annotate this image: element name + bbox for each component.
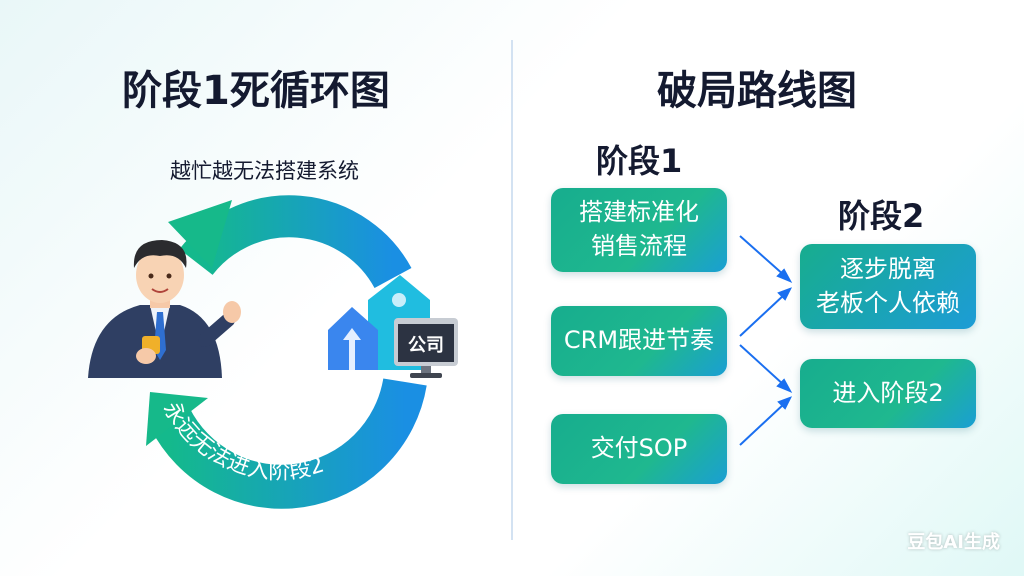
stage1-heading: 阶段1 — [596, 142, 683, 180]
stage2-item-line: 逐步脱离 — [840, 254, 936, 283]
stage2-item-reduce-dependency: 逐步脱离 老板个人依赖 — [800, 244, 976, 329]
cycle-arrow-top — [179, 195, 412, 289]
stage1-item-label: 交付SOP — [590, 434, 688, 463]
stage1-item-label: CRM跟进节奏 — [563, 326, 715, 355]
stage1-item-line: 搭建标准化 — [579, 198, 699, 227]
stage2-heading: 阶段2 — [838, 197, 925, 235]
company-label: 公司 — [408, 335, 444, 356]
stage2-item-enter-stage2: 进入阶段2 — [800, 359, 976, 428]
cycle-top-label: 越忙越无法搭建系统 — [170, 159, 359, 183]
cycle-bottom-label: 永远无法进入阶段2 — [158, 398, 327, 485]
divider — [511, 40, 513, 540]
stage2-item-line: 老板个人依赖 — [816, 288, 960, 317]
cycle-arrowhead-bottom — [146, 392, 208, 446]
cycle-arrowhead-top — [168, 200, 232, 268]
watermark: 豆包AI生成 — [907, 532, 1000, 553]
stage1-item-standard-sales-process: 搭建标准化 销售流程 — [551, 188, 727, 272]
stage1-item-crm: CRM跟进节奏 — [551, 306, 727, 376]
stage1-item-line: 销售流程 — [591, 232, 687, 260]
monitor-icon: 公司 — [394, 318, 458, 378]
flow-arrows — [739, 235, 793, 446]
stage1-item-delivery-sop: 交付SOP — [551, 414, 727, 484]
businessman-icon — [88, 240, 241, 378]
cycle-arrow-bottom — [150, 377, 427, 509]
left-title: 阶段1死循环图 — [122, 68, 390, 114]
stage2-item-label: 进入阶段2 — [832, 378, 944, 407]
right-title: 破局路线图 — [657, 68, 857, 114]
